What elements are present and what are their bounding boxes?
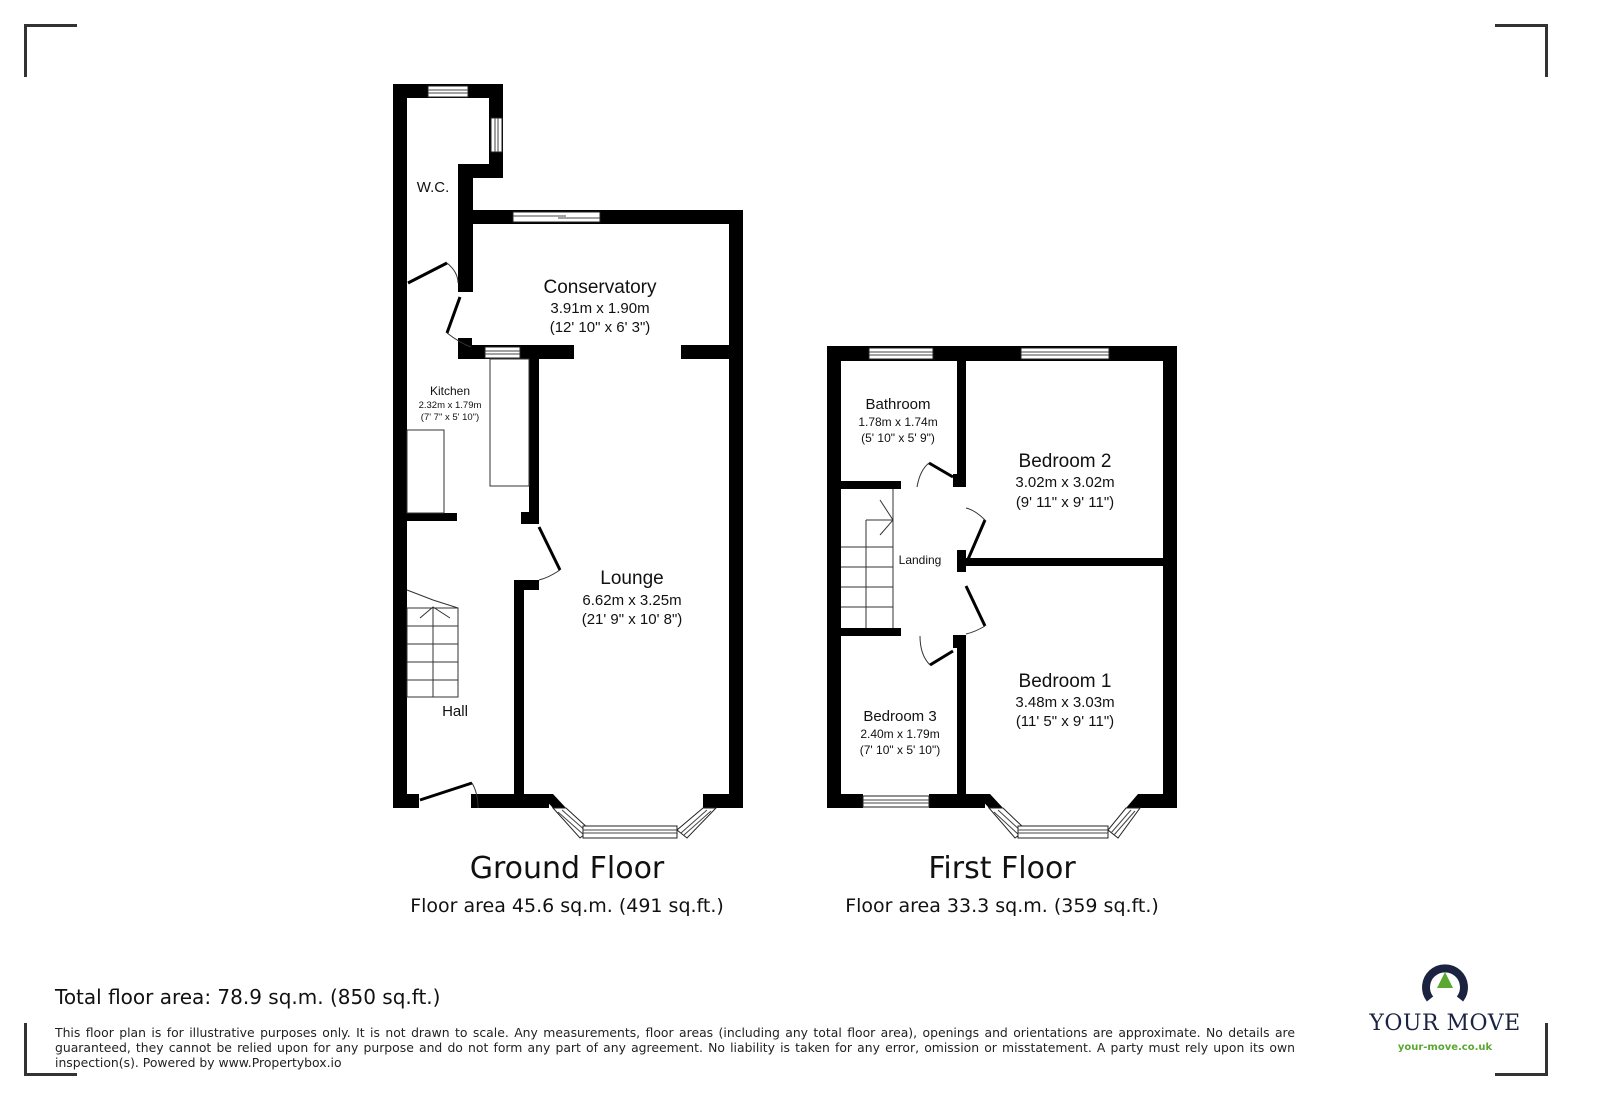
- first-floor-title: First Floor: [928, 851, 1076, 886]
- room-dims-imperial-bedroom-3: (7' 10" x 5' 10"): [860, 743, 940, 757]
- crop-mark-top-right: [1495, 24, 1548, 77]
- room-dims-imperial-conservatory: (12' 10" x 6' 3"): [550, 319, 651, 336]
- room-dims-metric-kitchen: 2.32m x 1.79m: [419, 400, 482, 411]
- brand-url: your-move.co.uk: [1397, 1042, 1493, 1053]
- room-dims-metric-conservatory: 3.91m x 1.90m: [550, 300, 649, 317]
- ground-floor-title: Ground Floor: [469, 851, 665, 886]
- room-dims-imperial-bedroom-2: (9' 11" x 9' 11"): [1016, 494, 1114, 511]
- room-dims-metric-bedroom-1: 3.48m x 3.03m: [1015, 694, 1114, 711]
- total-floor-area: Total floor area: 78.9 sq.m. (850 sq.ft.…: [55, 985, 441, 1009]
- ground-floor-plan: W.C. Conservatory 3.91m x 1.90m (12' 10"…: [393, 84, 743, 839]
- room-dims-metric-lounge: 6.62m x 3.25m: [582, 592, 681, 609]
- ground-floor-area: Floor area 45.6 sq.m. (491 sq.ft.): [410, 895, 724, 917]
- room-label-kitchen: Kitchen: [430, 384, 470, 398]
- crop-mark-bottom-right: [1495, 1023, 1548, 1076]
- room-label-conservatory: Conservatory: [544, 277, 657, 298]
- brand-logo: YOUR MOVE your-move.co.uk: [1360, 955, 1530, 1053]
- room-label-bathroom: Bathroom: [865, 396, 930, 413]
- room-dims-imperial-bedroom-1: (11' 5" x 9' 11"): [1016, 713, 1114, 730]
- first-floor-plan: Bathroom 1.78m x 1.74m (5' 10" x 5' 9") …: [827, 346, 1177, 839]
- crop-mark-bottom-left: [24, 1023, 77, 1076]
- room-dims-imperial-lounge: (21' 9" x 10' 8"): [582, 611, 683, 628]
- room-label-bedroom-3: Bedroom 3: [863, 708, 936, 725]
- room-label-landing: Landing: [899, 553, 942, 567]
- room-dims-metric-bedroom-2: 3.02m x 3.02m: [1015, 474, 1114, 491]
- first-floor-stairs: [841, 489, 894, 628]
- first-floor-area: Floor area 33.3 sq.m. (359 sq.ft.): [845, 895, 1159, 917]
- room-label-bedroom-1: Bedroom 1: [1019, 671, 1112, 692]
- room-dims-imperial-bathroom: (5' 10" x 5' 9"): [861, 431, 935, 445]
- room-label-lounge: Lounge: [600, 568, 663, 589]
- disclaimer-text: This floor plan is for illustrative purp…: [55, 1025, 1295, 1070]
- brand-name: YOUR MOVE: [1369, 1011, 1521, 1036]
- room-dims-metric-bathroom: 1.78m x 1.74m: [858, 415, 937, 429]
- room-dims-metric-bedroom-3: 2.40m x 1.79m: [860, 727, 939, 741]
- room-label-hall: Hall: [442, 703, 468, 720]
- room-label-bedroom-2: Bedroom 2: [1019, 451, 1112, 472]
- room-label-wc: W.C.: [417, 179, 450, 196]
- your-move-mark-icon: [1422, 964, 1468, 1002]
- ground-stairs: [406, 589, 459, 698]
- crop-mark-top-left: [24, 24, 77, 77]
- room-dims-imperial-kitchen: (7' 7" x 5' 10"): [421, 412, 479, 423]
